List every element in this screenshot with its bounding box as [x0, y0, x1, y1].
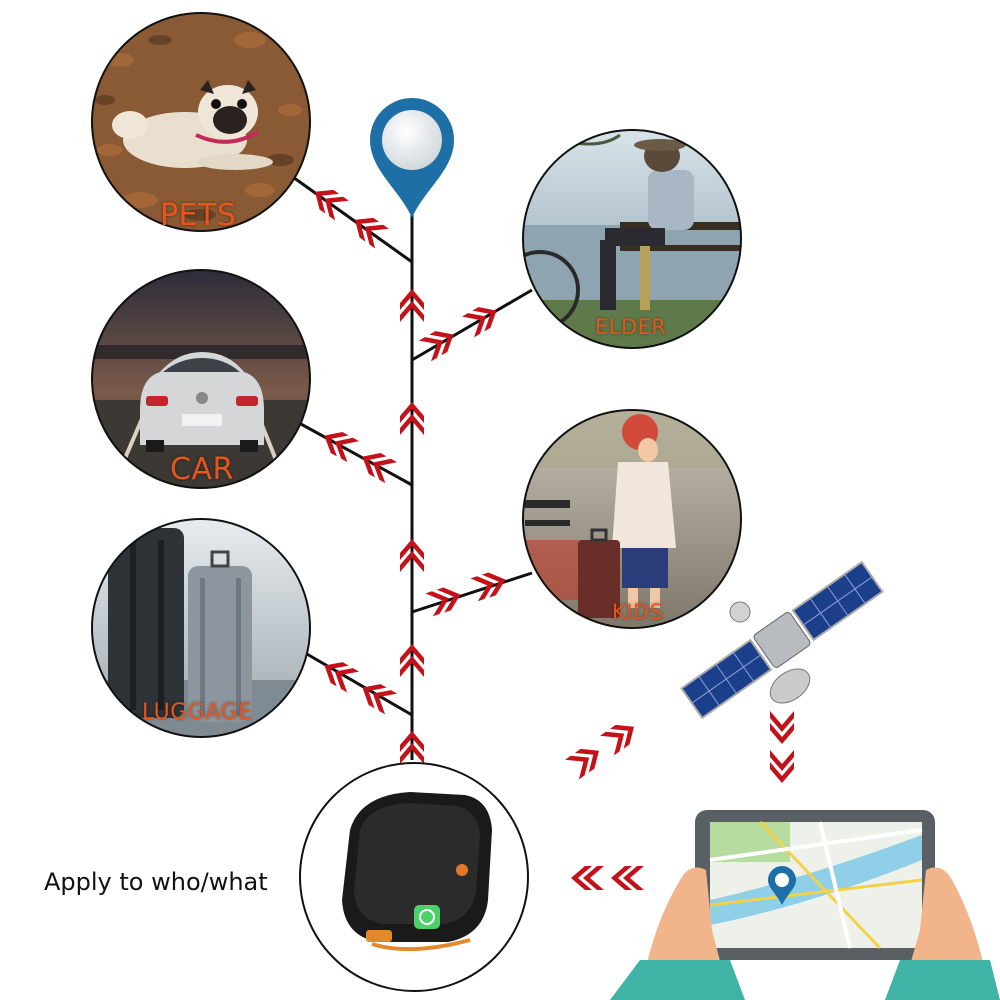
elder-photo [523, 130, 741, 348]
connector-lines [289, 173, 533, 760]
satellite-icon [680, 560, 884, 720]
gps-tracker-device [342, 792, 492, 952]
caption: Apply to who/what [44, 868, 268, 896]
car-label: CAR [170, 452, 234, 487]
car-photo [92, 270, 310, 488]
kids-photo [523, 410, 741, 628]
tablet-map-icon [610, 810, 1000, 1000]
elder-label: ELDER [595, 315, 667, 339]
kids-label: KIDS [612, 600, 664, 624]
pets-label: PETS [160, 198, 237, 233]
luggage-label: LUGGAGE [142, 700, 253, 725]
location-pin-icon [370, 98, 454, 218]
pets-photo [92, 13, 310, 231]
